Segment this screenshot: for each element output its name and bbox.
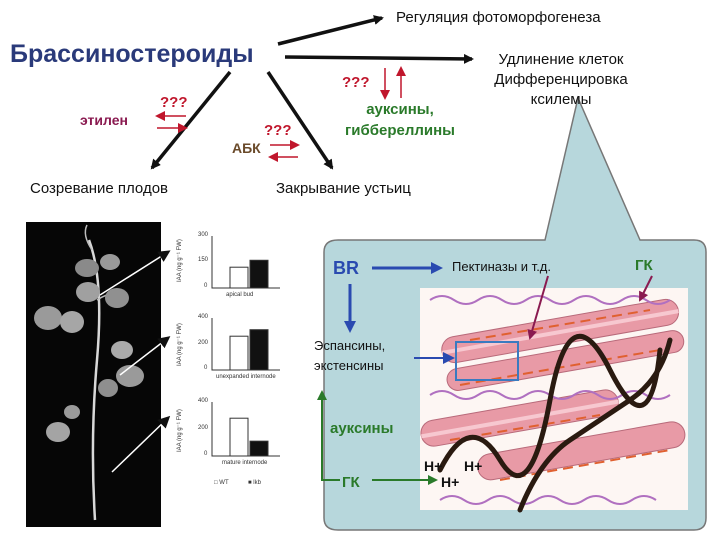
proton-1: Н+ <box>424 458 442 474</box>
graph2-tick-top: 400 <box>198 314 208 320</box>
graph1-bar-lkb <box>250 260 268 288</box>
arrow-to-fruit-ripening <box>152 72 230 168</box>
br-label: BR <box>333 258 359 279</box>
graph1-caption: apical bud <box>226 292 253 298</box>
graph3-bar-wt <box>230 418 248 456</box>
graph2-tick-mid: 200 <box>198 340 208 346</box>
graph1-tick-top: 300 <box>198 232 208 238</box>
graph2-bar-wt <box>230 336 248 370</box>
gk-bottom-label: ГК <box>342 474 360 491</box>
graph3-tick-mid: 200 <box>198 425 208 431</box>
aba-label: АБК <box>232 140 261 156</box>
graph2-tick-zero: 0 <box>204 365 207 371</box>
graph3-ylabel: IAA (ng g⁻¹ FW) <box>176 409 183 452</box>
auxins-question: ??? <box>342 74 370 91</box>
arrow-to-elongation <box>285 57 472 59</box>
arrow-to-photomorphogenesis <box>278 18 382 44</box>
auxins-gibberellins-label: ауксины, гиббереллины <box>324 99 476 141</box>
aba-question: ??? <box>264 122 292 139</box>
graph1-tick-zero: 0 <box>204 283 207 289</box>
proton-3: Н+ <box>441 474 459 490</box>
aba-double-arrow <box>270 145 298 157</box>
legend-lkb: ■ lkb <box>248 480 261 486</box>
graph2-bar-lkb <box>250 330 268 370</box>
stomata-closing-label: Закрывание устьиц <box>276 180 411 197</box>
proton-2: Н+ <box>464 458 482 474</box>
graph2-caption: unexpanded internode <box>216 374 276 380</box>
ethylene-question: ??? <box>160 94 188 111</box>
graph2-ylabel: IAA (ng g⁻¹ FW) <box>176 323 183 366</box>
graph3-caption: mature internode <box>222 460 267 466</box>
pectinases-label: Пектиназы и т.д. <box>452 259 551 274</box>
graph1-ylabel: IAA (ng g⁻¹ FW) <box>176 239 183 282</box>
expansins-label: Эспансины, экстенсины <box>314 336 385 376</box>
fruit-ripening-label: Созревание плодов <box>30 180 168 197</box>
graph3-tick-zero: 0 <box>204 451 207 457</box>
arrow-to-stomata-closing <box>268 72 332 168</box>
ethylene-label: этилен <box>80 112 128 128</box>
auxins-callout-label: ауксины <box>330 420 393 437</box>
legend-wt: □ WT <box>214 480 229 486</box>
graph1-tick-mid: 150 <box>198 257 208 263</box>
auxins-double-arrow <box>385 68 401 98</box>
top-effect-label: Регуляция фотоморфогенеза <box>396 9 601 26</box>
graph3-tick-top: 400 <box>198 398 208 404</box>
graph1-bar-wt <box>230 267 248 288</box>
ethylene-double-arrow <box>157 116 186 128</box>
right-effect-label: Удлинение клеток Дифференцировка ксилемы <box>476 50 646 110</box>
graph3-bar-lkb <box>250 441 268 456</box>
gk-top-label: ГК <box>635 257 653 274</box>
page-title: Брассиностероиды <box>10 40 254 69</box>
